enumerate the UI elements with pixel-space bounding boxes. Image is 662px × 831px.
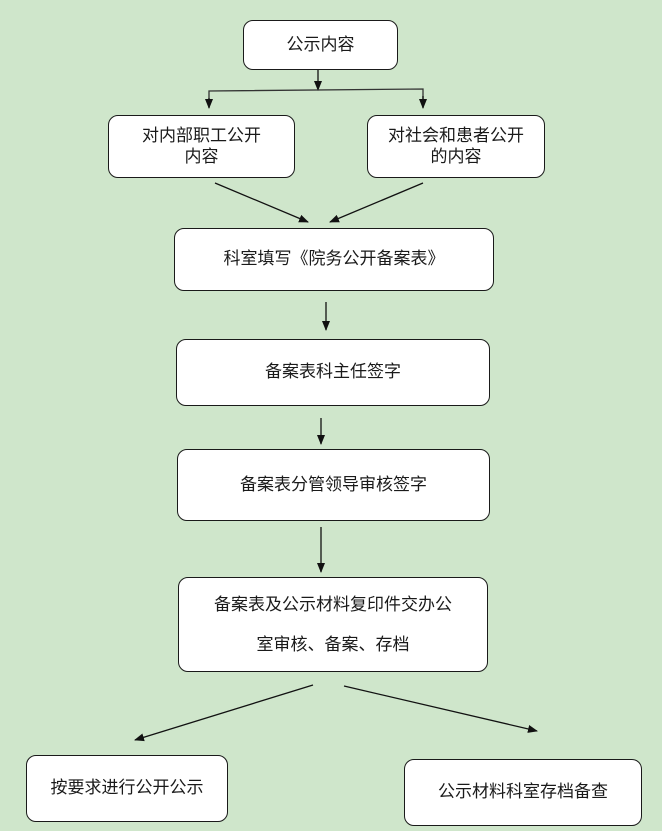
node-internal-label-line1: 对内部职工公开 — [142, 125, 261, 146]
node-office-review-label-line2: 室审核、备案、存档 — [256, 634, 410, 655]
node-office-review: 备案表及公示材料复印件交办公 室审核、备案、存档 — [178, 577, 488, 672]
node-publish-label: 按要求进行公开公示 — [50, 778, 204, 798]
node-director-sign-label: 备案表科主任签字 — [265, 362, 401, 382]
edge-office-review-to-publish — [134, 684, 314, 742]
node-internal-label-line2: 内容 — [184, 146, 219, 167]
node-root-label: 公示内容 — [286, 34, 355, 55]
node-director-sign: 备案表科主任签字 — [176, 339, 490, 406]
node-office-review-label-line1: 备案表及公示材料复印件交办公 — [214, 594, 452, 615]
node-archive-label: 公示材料科室存档备查 — [438, 782, 608, 802]
edge-office-review-to-archive — [343, 685, 538, 733]
edge-internal-to-fill-form — [214, 182, 309, 223]
node-fill-form: 科室填写《院务公开备案表》 — [174, 228, 494, 291]
node-public: 对社会和患者公开 的内容 — [367, 115, 545, 178]
node-fill-form-label: 科室填写《院务公开备案表》 — [223, 249, 445, 269]
node-root: 公示内容 — [243, 20, 398, 70]
edge-public-to-fill-form — [329, 182, 424, 223]
node-archive: 公示材料科室存档备查 — [404, 759, 642, 826]
edge-split-bar — [208, 88, 424, 105]
node-internal: 对内部职工公开 内容 — [108, 115, 295, 178]
node-publish: 按要求进行公开公示 — [26, 755, 228, 822]
node-public-label-line1: 对社会和患者公开 — [388, 125, 524, 146]
node-leader-sign-label: 备案表分管领导审核签字 — [240, 474, 427, 495]
node-public-label-line2: 的内容 — [430, 146, 482, 167]
node-leader-sign: 备案表分管领导审核签字 — [177, 449, 490, 521]
